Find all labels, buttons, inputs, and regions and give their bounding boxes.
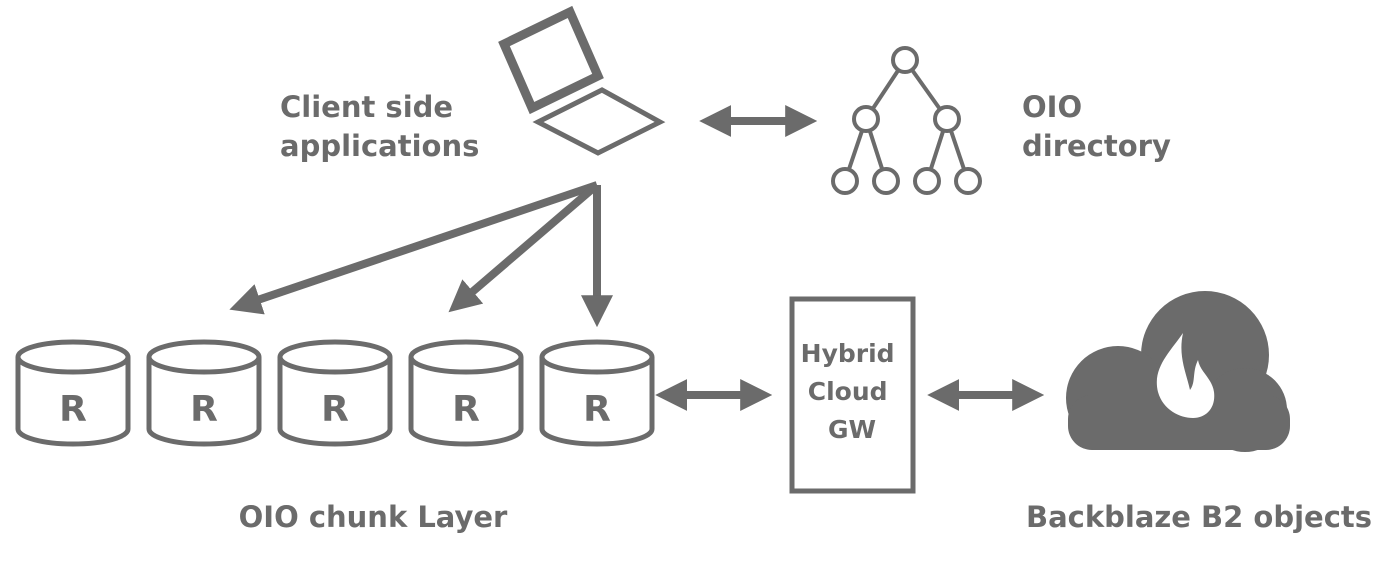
database-icon — [408, 357, 524, 447]
gateway-box — [789, 296, 916, 494]
arrow-to-chunk-2 — [229, 181, 599, 315]
chunk-database: R — [15, 339, 131, 447]
directory-label: OIO directory — [1022, 90, 1171, 163]
chunk-label: R — [59, 389, 87, 430]
gateway-label-line3: GW — [828, 415, 876, 444]
client-chunk-arrows — [229, 181, 613, 328]
client-apps-label-line1: Client side — [280, 90, 453, 124]
laptop-icon — [498, 5, 666, 156]
b2-objects-label: Backblaze B2 objects — [1026, 500, 1372, 534]
chunk-database: R — [539, 339, 655, 447]
chunk-database: R — [146, 339, 262, 447]
arrow-to-chunk-4 — [448, 181, 600, 313]
database-icon — [277, 357, 393, 447]
chunk-database: R — [277, 339, 393, 447]
hybrid-cloud-gateway: Hybrid Cloud GW — [789, 296, 916, 494]
chunk-label: R — [190, 389, 218, 430]
directory-label-line1: OIO — [1022, 90, 1082, 124]
chunk-layer-label: OIO chunk Layer — [239, 500, 508, 534]
gateway-label-line1: Hybrid — [801, 339, 895, 368]
chunk-label: R — [452, 389, 480, 430]
chunk-label: R — [321, 389, 349, 430]
chunk-label: R — [583, 389, 611, 430]
gateway-label: Hybrid Cloud GW — [801, 339, 904, 444]
flame-icon — [1156, 333, 1215, 418]
gateway-label-line2: Cloud — [808, 377, 888, 406]
database-icon — [15, 357, 131, 447]
cloud-icon — [1066, 291, 1290, 452]
database-icon — [539, 357, 655, 447]
chunk-layer: R R R R R — [15, 339, 655, 447]
tree-icon — [831, 46, 982, 195]
directory-label-line2: directory — [1022, 129, 1171, 163]
client-apps-label-line2: applications — [280, 129, 479, 163]
client-apps-label: Client side applications — [280, 90, 479, 163]
database-icon — [146, 357, 262, 447]
chunk-database: R — [408, 339, 524, 447]
